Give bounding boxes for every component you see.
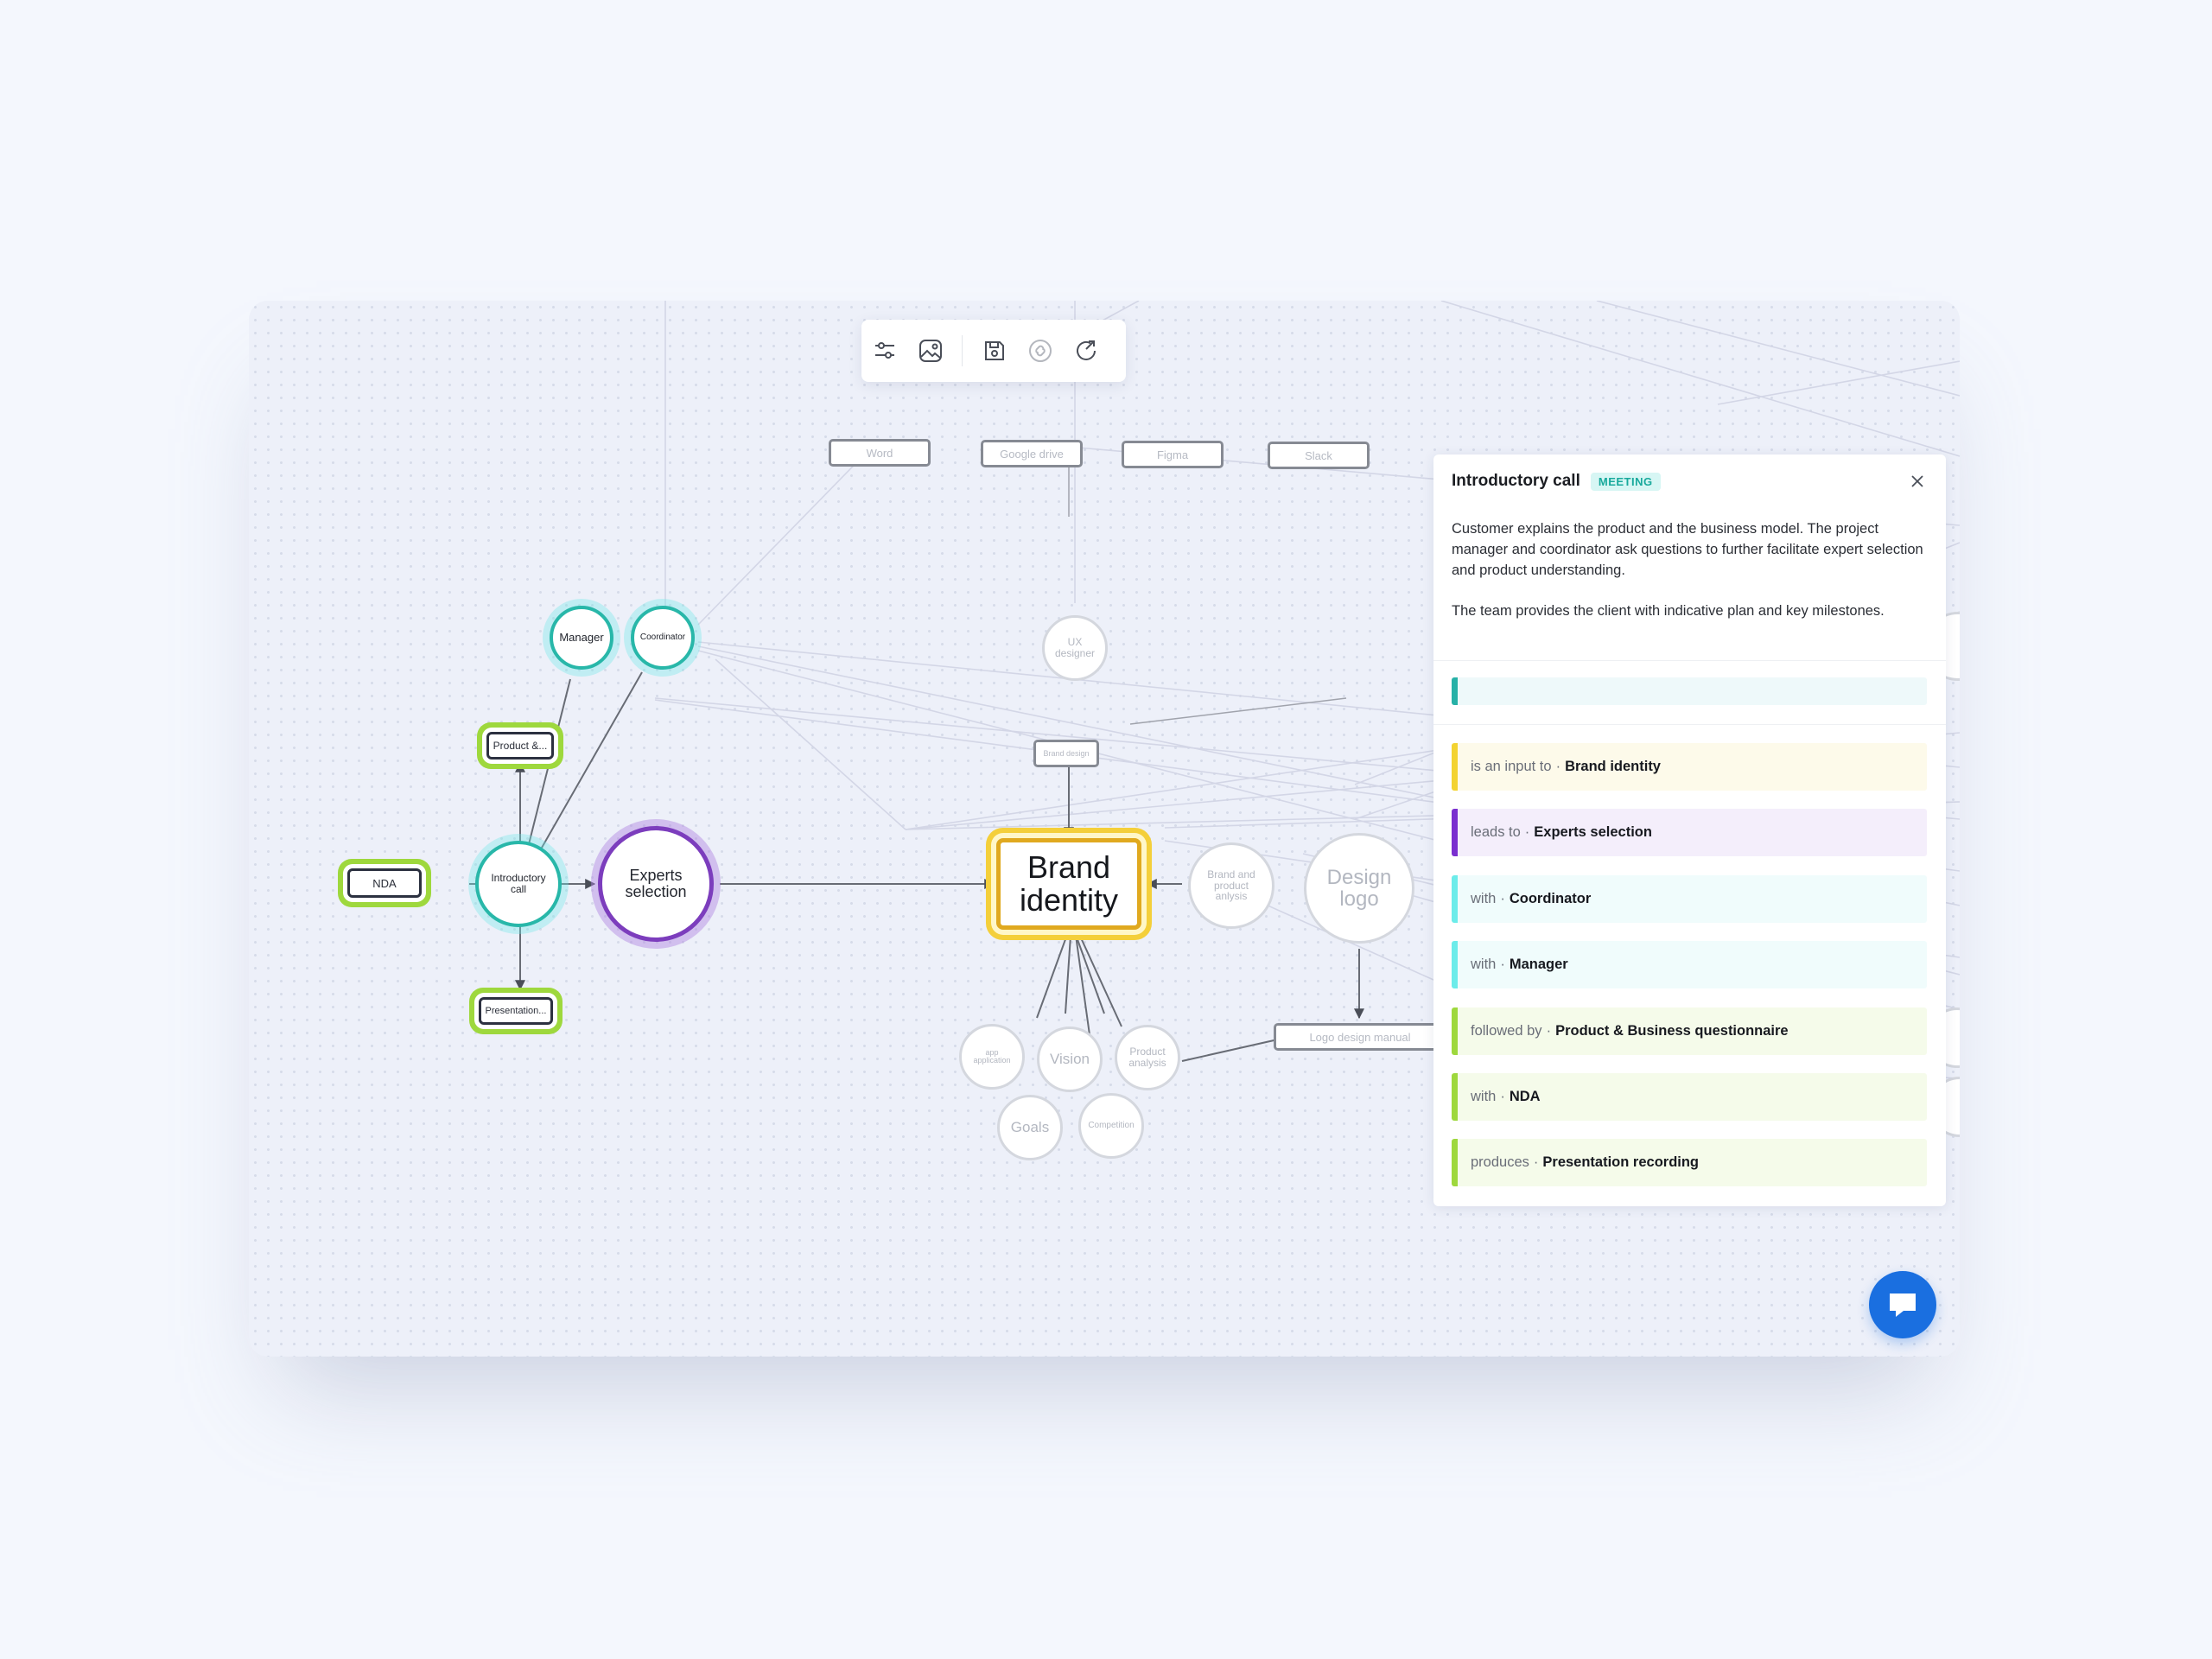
node-vision[interactable]: Vision <box>1037 1027 1103 1092</box>
close-icon <box>1911 475 1923 487</box>
relation-item[interactable]: produces·Presentation recording <box>1452 1139 1927 1186</box>
relation-verb: is an input to <box>1471 759 1552 774</box>
panel-header: Introductory call MEETING <box>1452 468 1929 494</box>
node-app-application[interactable]: app application <box>959 1024 1025 1090</box>
save-button[interactable] <box>971 328 1017 374</box>
relation-target: Brand identity <box>1565 759 1661 774</box>
panel-divider <box>1433 724 1946 725</box>
unlink-button[interactable] <box>1017 328 1063 374</box>
relation-target: Experts selection <box>1534 824 1652 840</box>
relation-item[interactable]: with· Coordinator <box>1452 875 1927 923</box>
relation-separator: · <box>1524 824 1530 840</box>
filter-settings-button[interactable] <box>861 328 907 374</box>
panel-description: Customer explains the product and the bu… <box>1452 518 1925 641</box>
relation-target: Product & Business questionnaire <box>1555 1023 1789 1039</box>
export-image-button[interactable] <box>907 328 953 374</box>
node-experts-selection[interactable]: Experts selection <box>598 826 714 942</box>
relation-target: Coordinator <box>1509 891 1592 906</box>
relation-item[interactable]: leads to·Experts selection <box>1452 809 1927 856</box>
relation-verb: leads to <box>1471 824 1521 840</box>
node-design-logo[interactable]: Design logo <box>1304 833 1414 944</box>
node-product-questionnaire[interactable]: Product &... <box>486 732 554 760</box>
node-type-badge: MEETING <box>1590 472 1661 491</box>
node-product-analysis[interactable]: Product analysis <box>1115 1025 1180 1090</box>
tool-node-google-drive[interactable]: Google drive <box>981 440 1083 467</box>
description-paragraph: Customer explains the product and the bu… <box>1452 521 1923 578</box>
relations-filter-bar[interactable] <box>1452 677 1927 705</box>
node-goals[interactable]: Goals <box>997 1095 1063 1160</box>
relation-item[interactable]: with· Manager <box>1452 941 1927 988</box>
person-node-manager[interactable]: Manager <box>550 606 613 670</box>
sliders-icon <box>874 342 894 359</box>
image-icon <box>918 340 942 362</box>
node-details-panel: Introductory call MEETING Customer expla… <box>1433 454 1946 1206</box>
graph-canvas[interactable]: Word Google drive Figma Slack Manager Co… <box>249 301 1960 1357</box>
link-off-icon <box>1028 340 1052 362</box>
relation-verb: with <box>1471 957 1497 972</box>
node-logo-design-manual[interactable]: Logo design manual <box>1274 1023 1446 1051</box>
relation-separator: · <box>1555 759 1561 774</box>
node-introductory-call[interactable]: Introductory call <box>475 841 562 927</box>
node-brand-identity[interactable]: Brand identity <box>996 838 1141 930</box>
person-node-ux-designer[interactable]: UX designer <box>1042 615 1108 681</box>
relation-verb: with <box>1471 891 1497 906</box>
relation-item[interactable]: followed by·Product & Business questionn… <box>1452 1007 1927 1055</box>
node-brand-product-analysis[interactable]: Brand and product anlysis <box>1188 842 1274 929</box>
relation-item[interactable]: with· NDA <box>1452 1073 1927 1121</box>
node-nda[interactable]: NDA <box>347 868 422 898</box>
chat-bubble-icon <box>1890 1294 1916 1317</box>
graph-toolbar <box>861 320 1126 382</box>
relation-verb: produces <box>1471 1154 1529 1170</box>
panel-divider <box>1433 660 1946 661</box>
relation-item[interactable]: is an input to· Brand identity <box>1452 743 1927 791</box>
relation-target: Presentation recording <box>1542 1154 1700 1170</box>
relation-separator: · <box>1500 1089 1505 1104</box>
relation-target: Manager <box>1509 957 1568 972</box>
relation-verb: with <box>1471 1089 1497 1104</box>
toolbar-divider <box>962 335 963 366</box>
refresh-button[interactable] <box>1063 328 1109 374</box>
relation-target: NDA <box>1509 1089 1541 1104</box>
tool-node-slack[interactable]: Slack <box>1268 442 1370 469</box>
node-brand-design[interactable]: Brand design <box>1033 740 1099 767</box>
description-paragraph: The team provides the client with indica… <box>1452 603 1885 619</box>
relation-separator: · <box>1500 957 1505 972</box>
node-competition[interactable]: Competition <box>1078 1093 1144 1159</box>
tool-node-word[interactable]: Word <box>829 439 931 467</box>
relation-verb: followed by <box>1471 1023 1542 1039</box>
refresh-icon <box>1076 340 1096 360</box>
tool-node-figma[interactable]: Figma <box>1122 441 1224 468</box>
node-presentation[interactable]: Presentation... <box>479 997 553 1025</box>
panel-title: Introductory call <box>1452 472 1580 490</box>
chat-button[interactable] <box>1869 1271 1936 1338</box>
person-node-coordinator[interactable]: Coordinator <box>631 606 695 670</box>
relation-separator: · <box>1500 891 1505 906</box>
relation-separator: · <box>1546 1023 1552 1039</box>
save-icon <box>984 341 1004 360</box>
relation-separator: · <box>1533 1154 1539 1170</box>
close-panel-button[interactable] <box>1906 470 1929 493</box>
